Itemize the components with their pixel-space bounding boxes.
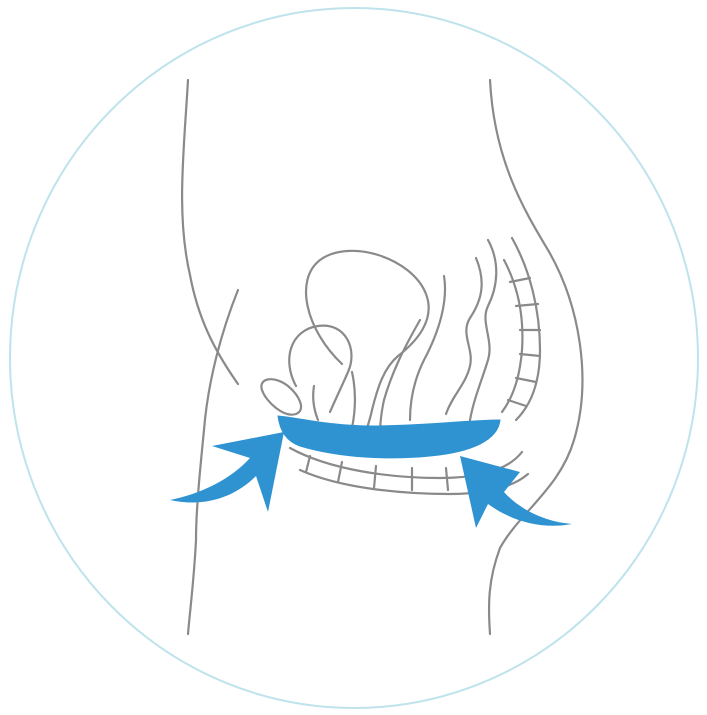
sacrum-inner (502, 260, 522, 412)
perineum-segments (306, 456, 486, 490)
pelvic-floor-muscle (278, 416, 500, 458)
rectum (446, 258, 482, 414)
rectum-inner (470, 240, 496, 420)
urethra (313, 386, 318, 420)
left-upward-arrow (170, 432, 284, 512)
circle-frame (10, 8, 698, 708)
right-upward-arrow (460, 456, 572, 528)
back-body-outline (489, 80, 582, 634)
front-body-outline (182, 80, 238, 384)
uterus-inner (352, 372, 355, 428)
vaginal-canal (380, 320, 420, 440)
